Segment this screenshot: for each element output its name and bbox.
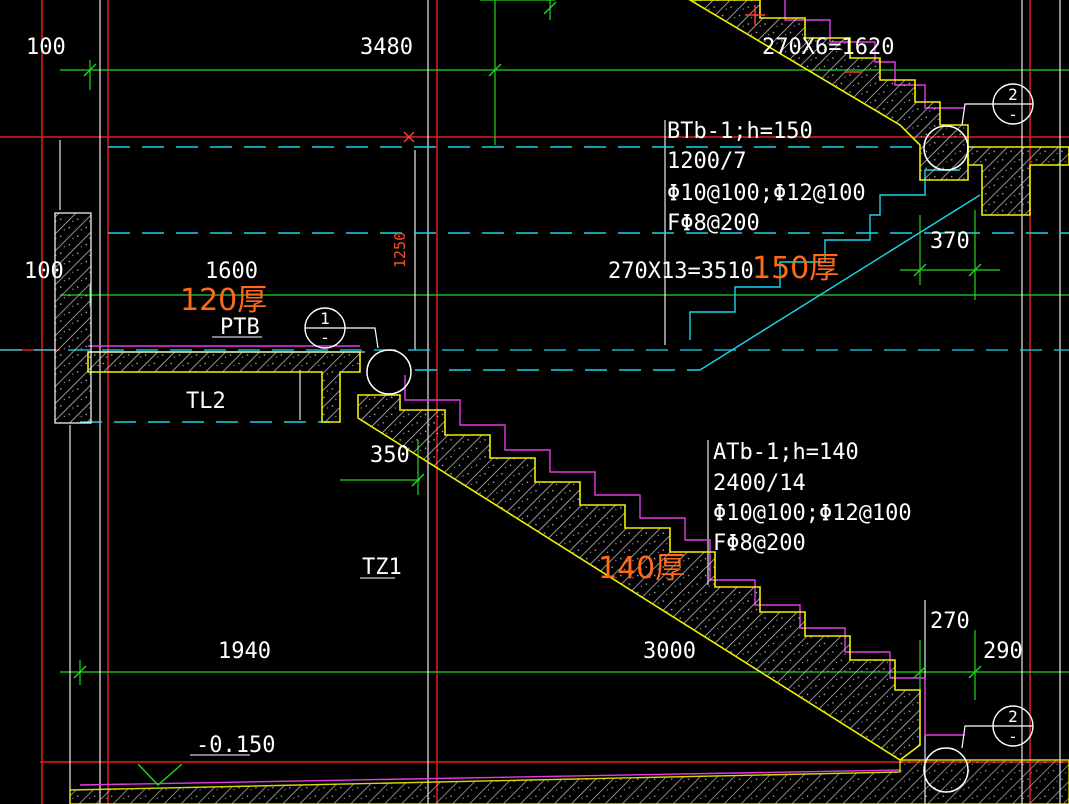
btb-line3: Φ10@100;Φ12@100 xyxy=(667,181,866,206)
member-labels: PTB TL2 TZ1 xyxy=(186,315,402,580)
thickness-120: 120厚 xyxy=(180,283,267,318)
label-tz1: TZ1 xyxy=(362,555,402,580)
dim-1600: 1600 xyxy=(205,259,258,284)
ground-slab xyxy=(69,759,1069,804)
lower-flight-atb xyxy=(357,394,921,761)
stair-atb-annotation: ATb-1;h=140 2400/14 Φ10@100;Φ12@100 FΦ8@… xyxy=(713,440,912,556)
stair-btb-annotation: BTb-1;h=150 1200/7 Φ10@100;Φ12@100 FΦ8@2… xyxy=(667,119,866,236)
atb-line4: FΦ8@200 xyxy=(713,531,806,556)
thickness-140: 140厚 xyxy=(598,551,685,586)
dimension-labels: 100 3480 100 1600 350 1940 3000 270 290 … xyxy=(24,35,1023,758)
hidden-lines-cyan xyxy=(0,146,1069,423)
callout-2b-number: 2 xyxy=(1008,707,1018,726)
callout-2a-number: 2 xyxy=(1008,85,1018,104)
thickness-labels: 120厚 150厚 140厚 xyxy=(180,251,839,586)
atb-line1: ATb-1;h=140 xyxy=(713,440,859,465)
atb-line2: 2400/14 xyxy=(713,471,806,496)
elevation-triangle-icon xyxy=(137,763,183,786)
section-callout-icon: 2 - xyxy=(961,705,1034,749)
upper-steps-dim: 270X13=3510 xyxy=(608,259,754,284)
btb-line4: FΦ8@200 xyxy=(667,211,760,236)
label-ptb: PTB xyxy=(220,315,260,340)
section-circle-1 xyxy=(366,125,969,793)
dim-100-left: 100 xyxy=(24,259,64,284)
landing-slab-ptb xyxy=(87,351,365,423)
section-callout-icon: 1 - xyxy=(304,307,379,349)
dim-370: 370 xyxy=(930,229,970,254)
callout-2b-sub: - xyxy=(1008,727,1018,746)
top-steps-dim: 270X6=1620 xyxy=(762,35,894,60)
dim-3480: 3480 xyxy=(360,35,413,60)
dim-3000: 3000 xyxy=(643,639,696,664)
dim-350: 350 xyxy=(370,443,410,468)
elevation-label: -0.150 xyxy=(196,733,275,758)
callout-1-number: 1 xyxy=(320,309,330,328)
section-callout-icon: 2 - xyxy=(961,83,1034,126)
thickness-150: 150厚 xyxy=(752,251,839,286)
dim-100-top: 100 xyxy=(26,35,66,60)
dimension-lines-green xyxy=(60,0,1069,700)
dim-270: 270 xyxy=(930,609,970,634)
dimension-ticks xyxy=(73,1,982,679)
btb-line2: 1200/7 xyxy=(667,149,746,174)
callout-1-sub: - xyxy=(320,328,330,347)
dim-290: 290 xyxy=(983,639,1023,664)
right-landing-slab xyxy=(967,146,1069,216)
callout-2a-sub: - xyxy=(1008,105,1018,124)
dim-1250: 1250 xyxy=(391,232,409,268)
left-wall xyxy=(54,212,92,424)
btb-line1: BTb-1;h=150 xyxy=(667,119,813,144)
upper-flight-btb xyxy=(688,0,969,181)
label-tl2: TL2 xyxy=(186,389,226,414)
dim-1940: 1940 xyxy=(218,639,271,664)
break-marks xyxy=(403,5,862,143)
atb-line3: Φ10@100;Φ12@100 xyxy=(713,501,912,526)
